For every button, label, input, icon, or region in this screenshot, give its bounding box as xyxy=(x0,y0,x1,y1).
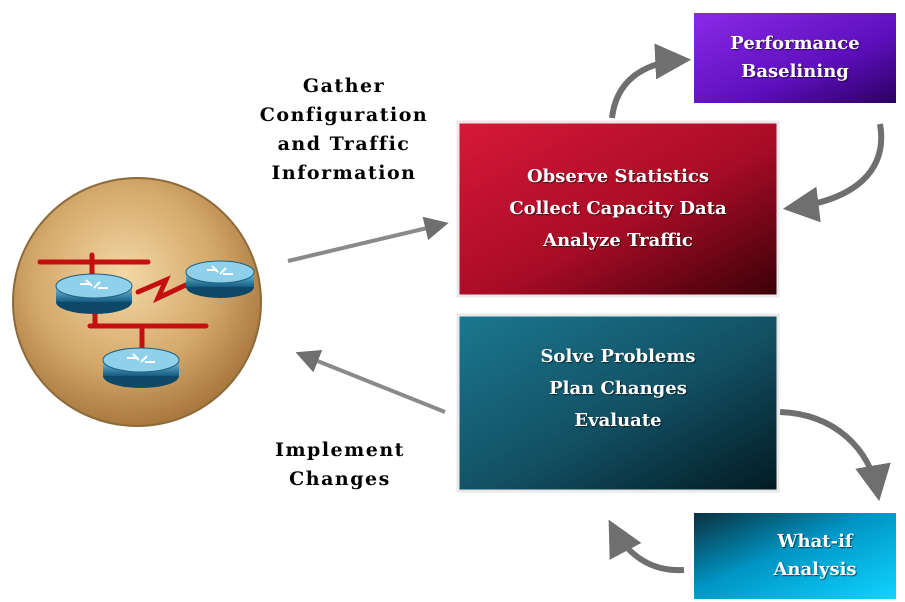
solve-box-text: Solve Problems Plan Changes Evaluate xyxy=(458,315,778,491)
gather-arrow xyxy=(287,216,449,263)
observe-box xyxy=(456,120,780,298)
router-icon xyxy=(185,260,255,298)
to-performance-arrow xyxy=(609,43,692,119)
gather-line: Gather xyxy=(302,75,386,97)
gather-line: Configuration xyxy=(259,104,429,126)
implement-line: Implement xyxy=(275,439,405,461)
observe-box-text: Observe Statistics Collect Capacity Data… xyxy=(458,122,778,296)
solve-line: Evaluate xyxy=(574,410,662,431)
implement-arrow xyxy=(295,349,446,414)
performance-box xyxy=(694,13,896,103)
router-icon xyxy=(55,273,133,314)
to-whatif-arrow xyxy=(779,409,891,502)
observe-line: Analyze Traffic xyxy=(543,230,693,251)
implement-label: Implement Changes xyxy=(248,436,432,494)
implement-line: Changes xyxy=(289,468,391,490)
network-topology-icon xyxy=(12,177,262,427)
performance-line: Baselining xyxy=(741,61,849,82)
gather-line: Information xyxy=(271,162,417,184)
solve-line: Plan Changes xyxy=(549,378,687,399)
whatif-line: Analysis xyxy=(773,559,857,580)
observe-line: Observe Statistics xyxy=(526,166,710,187)
performance-box-text: Performance Baselining xyxy=(694,13,896,103)
network-disc xyxy=(12,177,262,427)
observe-line: Collect Capacity Data xyxy=(509,198,727,219)
gather-label: Gather Configuration and Traffic Informa… xyxy=(244,72,444,188)
router-icon xyxy=(102,347,180,388)
gather-line: and Traffic xyxy=(277,133,411,155)
whatif-box-text: What-if Analysis xyxy=(734,513,896,599)
performance-line: Performance xyxy=(730,33,860,54)
from-whatif-arrow xyxy=(608,519,685,574)
solve-line: Solve Problems xyxy=(540,346,696,367)
from-performance-arrow xyxy=(782,123,885,223)
whatif-box xyxy=(694,513,896,599)
whatif-line: What-if xyxy=(777,531,853,552)
solve-box xyxy=(456,313,780,493)
